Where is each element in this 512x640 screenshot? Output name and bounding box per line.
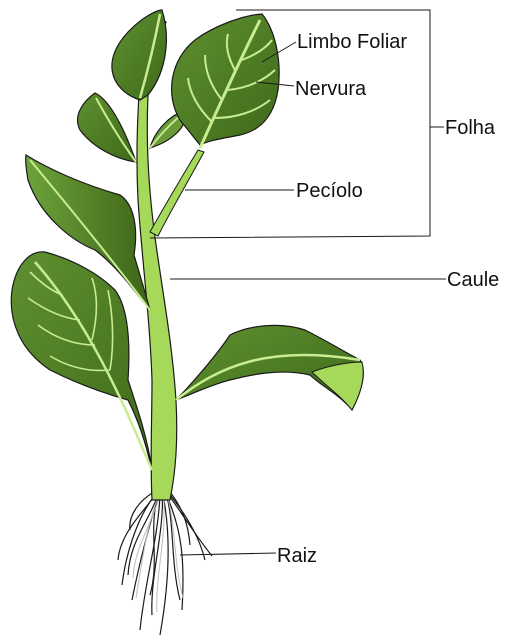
peciolo-stalk	[150, 150, 204, 236]
roots	[118, 490, 212, 635]
label-folha: Folha	[445, 117, 496, 139]
small-left-leaf	[78, 93, 136, 162]
label-nervura: Nervura	[295, 78, 367, 100]
label-caule: Caule	[447, 269, 499, 291]
label-peciolo: Pecíolo	[296, 180, 363, 202]
label-raiz: Raiz	[277, 545, 317, 567]
label-limbo-foliar: Limbo Foliar	[297, 31, 407, 53]
